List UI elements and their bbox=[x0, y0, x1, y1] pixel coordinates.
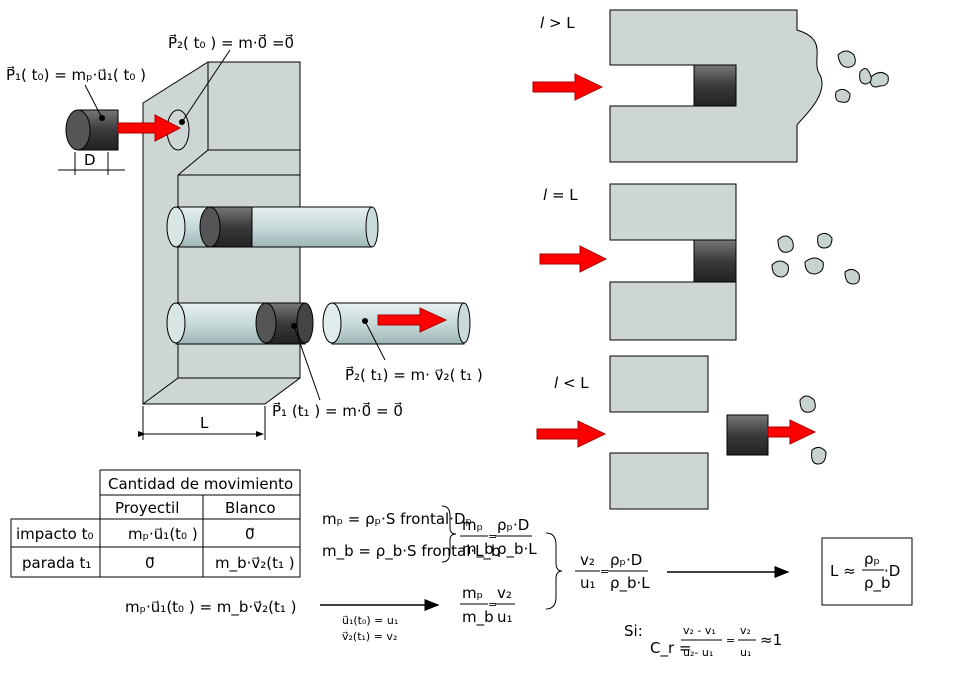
p1-t0-label: P⃗₁( t₀) = mₚ·u⃗₁( t₀ ) bbox=[6, 65, 146, 84]
equals: = bbox=[600, 565, 609, 578]
equals: = bbox=[726, 634, 735, 647]
fraction-num: ρₚ bbox=[864, 550, 880, 568]
fraction-den: m_b bbox=[462, 540, 494, 559]
tube-lower bbox=[166, 302, 321, 401]
case-shorter: l < L bbox=[536, 355, 827, 510]
case-label: l > L bbox=[540, 14, 575, 32]
cell: 0⃗ bbox=[245, 525, 255, 543]
fraction-den: u₁ bbox=[497, 608, 513, 626]
diameter-label: D bbox=[84, 151, 96, 169]
fraction-den: ρ_b·L bbox=[610, 574, 650, 593]
red-arrow-icon bbox=[539, 245, 608, 273]
fraction-den: m_b bbox=[462, 608, 494, 627]
result-prefix: L ≈ bbox=[830, 562, 856, 580]
fraction-den: ρ_b bbox=[864, 574, 891, 593]
fragments-icon bbox=[799, 395, 827, 465]
table-header: Cantidad de movimiento bbox=[108, 475, 293, 493]
cr-label: C_r = bbox=[650, 639, 691, 658]
case-longer: l > L bbox=[532, 9, 889, 163]
cr-approx: ≈1 bbox=[760, 631, 782, 649]
red-arrow-icon bbox=[117, 114, 182, 142]
cell: m_b·v⃗₂(t₁ ) bbox=[215, 554, 295, 573]
cell: mₚ·u⃗₁(t₀ ) bbox=[128, 525, 198, 543]
row-label: parada t₁ bbox=[22, 554, 91, 572]
red-arrow-icon bbox=[377, 307, 448, 333]
fraction-num: mₚ bbox=[462, 584, 483, 602]
red-arrow-icon bbox=[767, 419, 817, 445]
case-label: l = L bbox=[543, 186, 578, 204]
column-proyectil: Proyectil bbox=[115, 499, 179, 517]
result-box: L ≈ ρₚ ρ_b ·D bbox=[821, 537, 913, 606]
substitution-2: v⃗₂(t₁) = v₂ bbox=[342, 630, 397, 643]
red-arrow-icon bbox=[532, 73, 604, 101]
red-arrow-icon bbox=[536, 420, 607, 448]
mass-target-eq: m_b = ρ_b·S frontal·L_b bbox=[322, 542, 501, 561]
fraction-num: v₂ bbox=[740, 624, 751, 637]
p2-t1-label: P⃗₂( t₁) = m· v⃗₂( t₁ ) bbox=[345, 365, 483, 384]
fraction-den: u₂- u₁ bbox=[683, 646, 713, 659]
tube-upper bbox=[166, 206, 379, 248]
fraction-num: v₂ - v₁ bbox=[683, 624, 716, 637]
fragments-icon bbox=[835, 50, 889, 103]
equals: = bbox=[488, 530, 497, 543]
column-blanco: Blanco bbox=[225, 499, 276, 517]
fraction-num: v₂ bbox=[580, 551, 595, 569]
case-equal: l = L bbox=[539, 183, 860, 341]
fragments-icon bbox=[771, 232, 860, 285]
conservation-equation: mₚ·u⃗₁(t₀ ) = m_b·v⃗₂(t₁ ) bbox=[125, 598, 296, 617]
fraction-den: ρ_b·L bbox=[497, 540, 537, 559]
fraction-den: u₁ bbox=[740, 646, 751, 659]
fraction-num: ρₚ·D bbox=[497, 516, 529, 534]
result-suffix: ·D bbox=[884, 562, 900, 580]
fraction-num: v₂ bbox=[497, 584, 512, 602]
projectile bbox=[65, 84, 119, 151]
substitution-1: u⃗₁(t₀) = u₁ bbox=[342, 614, 398, 627]
mass-projectile-eq: mₚ = ρₚ·S frontal·Dₚ bbox=[322, 510, 472, 528]
fraction-num: ρₚ·D bbox=[610, 551, 642, 569]
row-label: impacto t₀ bbox=[16, 525, 93, 543]
cell: 0⃗ bbox=[145, 554, 155, 572]
case-label: l < L bbox=[554, 374, 589, 392]
fraction-den: u₁ bbox=[580, 574, 596, 592]
fraction-num: mₚ bbox=[462, 516, 483, 534]
p1-t1-label: P⃗₁ (t₁ ) = m·0⃗ = 0⃗ bbox=[272, 401, 403, 420]
momentum-table bbox=[10, 469, 301, 578]
equals: = bbox=[488, 598, 497, 611]
si-label: Si: bbox=[624, 622, 643, 640]
length-label: L bbox=[200, 414, 209, 432]
ejected-plug bbox=[322, 302, 471, 361]
p2-t0-label: P⃗₂( t₀ ) = m·0⃗ =0⃗ bbox=[168, 33, 294, 52]
